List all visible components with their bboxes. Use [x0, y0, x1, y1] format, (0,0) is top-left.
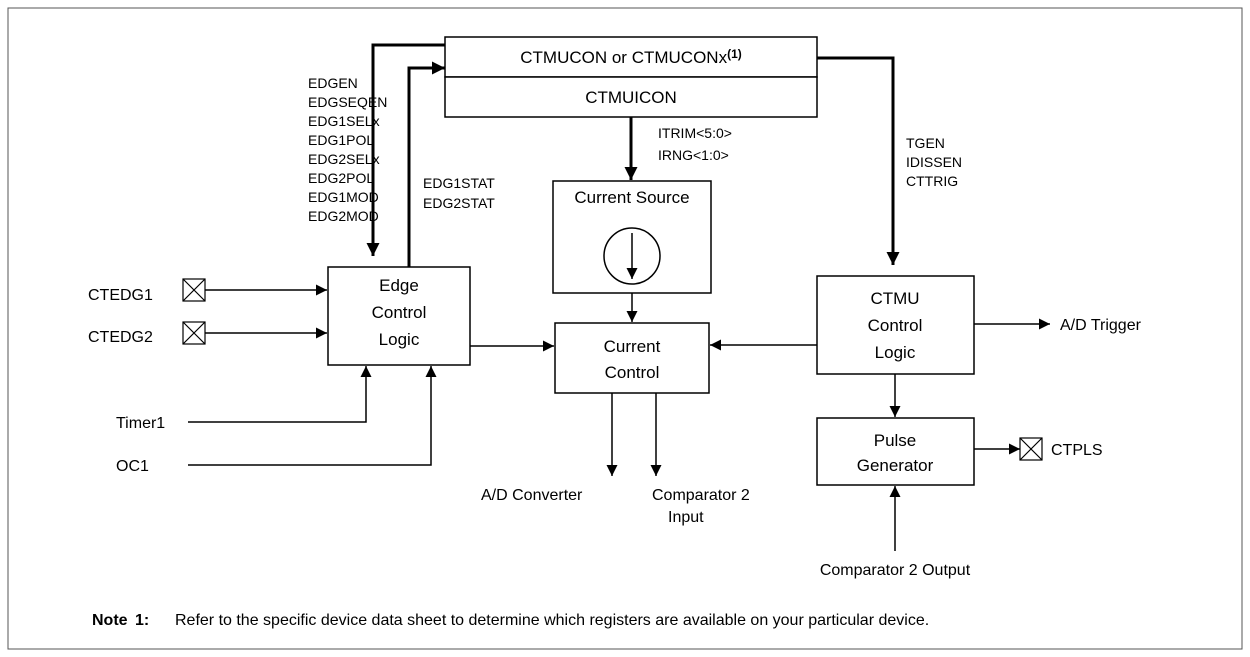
signal-edg2stat: EDG2STAT	[423, 195, 495, 211]
current-control-block: Current Control	[554, 322, 710, 394]
current-source-icon	[603, 227, 661, 285]
wire-oc1-to-edge-control	[188, 366, 437, 466]
pin-ctedg1-label: CTEDG1	[88, 287, 153, 304]
signal-edgen: EDGEN	[308, 75, 358, 91]
bus-edge-status-to-register	[407, 61, 445, 267]
pin-ctpls-label: CTPLS	[1051, 442, 1103, 459]
note-label: Note	[92, 612, 128, 629]
edge-control-signal-list: EDGEN EDGSEQEN EDG1SELx EDG1POL EDG2SELx…	[308, 75, 387, 224]
note-number: 1:	[135, 612, 149, 629]
ctmu-control-label-line3: Logic	[875, 343, 916, 362]
ctmu-control-label-line1: CTMU	[870, 289, 919, 308]
input-oc1-label: OC1	[116, 458, 149, 475]
edge-control-label-line1: Edge	[379, 276, 419, 295]
ctmu-control-label-line2: Control	[868, 316, 923, 335]
signal-edg2mod: EDG2MOD	[308, 208, 379, 224]
current-control-label-line2: Control	[605, 363, 660, 382]
pin-ctedg1-icon	[182, 278, 206, 302]
input-comparator2-output-label: Comparator 2 Output	[820, 562, 971, 579]
output-ad-trigger-label: A/D Trigger	[1060, 317, 1142, 334]
output-ad-converter-label: A/D Converter	[481, 487, 583, 504]
pulse-generator-label-line1: Pulse	[874, 431, 917, 450]
signal-cttrig: CTTRIG	[906, 173, 958, 189]
wire-timer1-to-edge-control	[188, 366, 372, 423]
input-timer1-label: Timer1	[116, 415, 165, 432]
register-ctmucon-label: CTMUCON or CTMUCONx(1)	[520, 47, 742, 67]
ctmu-control-logic-block: CTMU Control Logic	[816, 275, 975, 375]
current-source-block: Current Source	[552, 180, 712, 294]
current-trim-signal-list: ITRIM<5:0> IRNG<1:0>	[658, 125, 732, 163]
signal-tgen: TGEN	[906, 135, 945, 151]
signal-edgseqen: EDGSEQEN	[308, 94, 387, 110]
current-source-label: Current Source	[574, 188, 689, 207]
signal-edg1selx: EDG1SELx	[308, 113, 380, 129]
note-text: Refer to the specific device data sheet …	[175, 612, 929, 629]
edge-control-logic-block: Edge Control Logic	[327, 266, 471, 366]
footnote: Note 1: Refer to the specific device dat…	[92, 612, 929, 629]
signal-edg2pol: EDG2POL	[308, 170, 374, 186]
signal-edg1pol: EDG1POL	[308, 132, 374, 148]
signal-idissen: IDISSEN	[906, 154, 962, 170]
edge-control-label-line2: Control	[372, 303, 427, 322]
edge-control-label-line3: Logic	[379, 330, 420, 349]
ctmu-control-signal-list: TGEN IDISSEN CTTRIG	[906, 135, 962, 189]
output-comparator2-input-label-line2: Input	[668, 509, 704, 526]
pulse-generator-block: Pulse Generator	[816, 417, 975, 486]
bus-register-to-edge-control	[366, 43, 445, 256]
register-box: CTMUCON or CTMUCONx(1) CTMUICON	[444, 36, 818, 118]
signal-itrim: ITRIM<5:0>	[658, 125, 732, 141]
register-ctmuicon-label: CTMUICON	[585, 88, 677, 107]
signal-edg1mod: EDG1MOD	[308, 189, 379, 205]
bus-register-to-ctmu-control	[817, 56, 900, 265]
signal-edg2selx: EDG2SELx	[308, 151, 380, 167]
edge-status-signal-list: EDG1STAT EDG2STAT	[423, 175, 495, 211]
signal-edg1stat: EDG1STAT	[423, 175, 495, 191]
pin-ctedg2-icon	[182, 321, 206, 345]
pulse-generator-label-line2: Generator	[857, 456, 934, 475]
pin-ctedg2-label: CTEDG2	[88, 329, 153, 346]
output-comparator2-input-label-line1: Comparator 2	[652, 487, 750, 504]
current-control-label-line1: Current	[604, 337, 661, 356]
pin-ctpls-icon	[1019, 437, 1043, 461]
signal-irng: IRNG<1:0>	[658, 147, 729, 163]
